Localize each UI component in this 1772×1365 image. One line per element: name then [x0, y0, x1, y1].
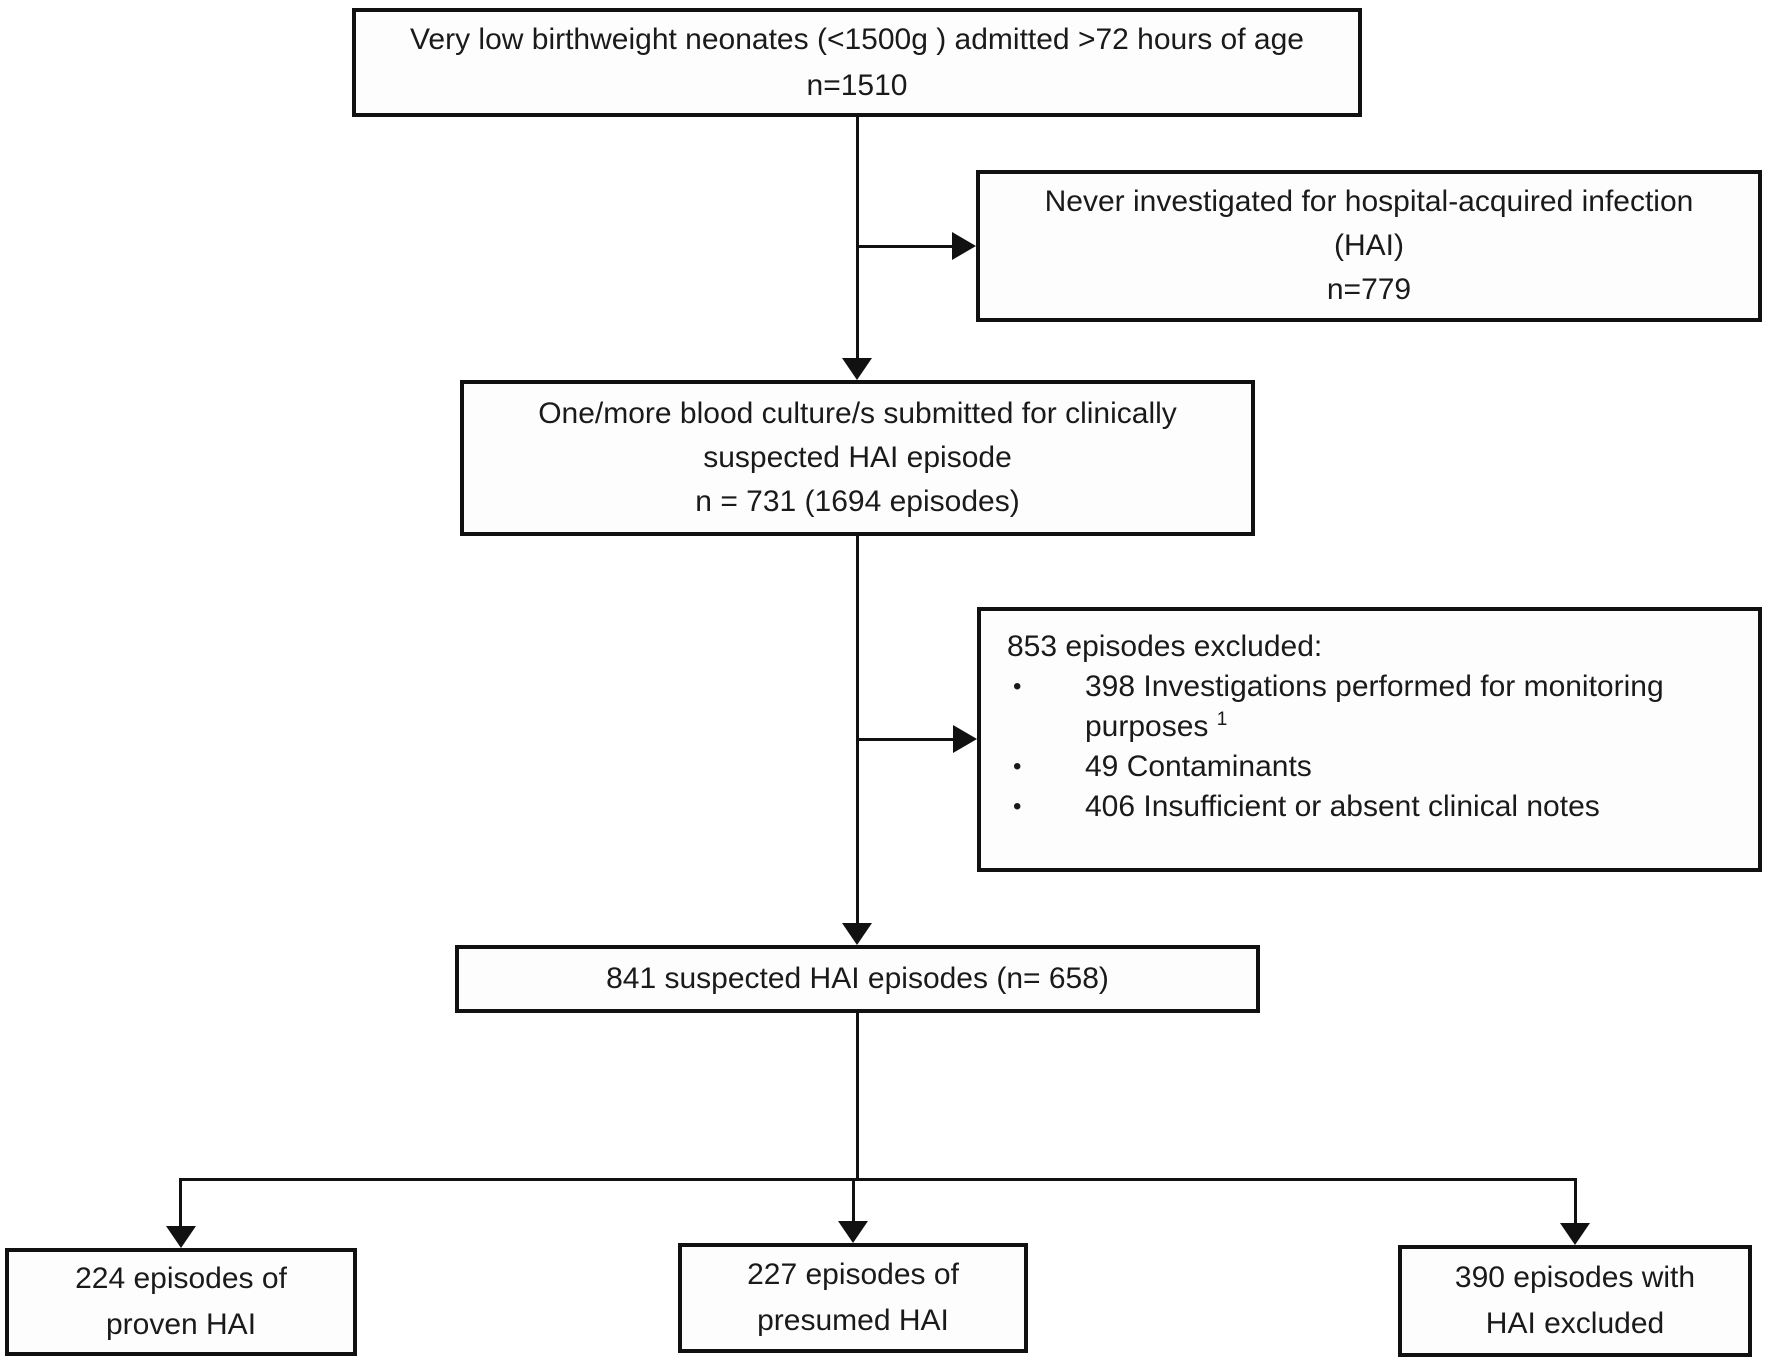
- box-proven-hai: 224 episodes of proven HAI: [5, 1248, 357, 1356]
- excluded-bullet-1-text: 398 Investigations performed for monitor…: [1085, 667, 1725, 747]
- excluded-bullet-1: • 398 Investigations performed for monit…: [1007, 667, 1725, 747]
- box-culture-count: n = 731 (1694 episodes): [695, 485, 1020, 518]
- box-vlbw-line1: Very low birthweight neonates (<1500g ) …: [410, 22, 1304, 56]
- box-proven-line2: proven HAI: [105, 1308, 257, 1341]
- arrowhead-into-excluded-box: [953, 725, 977, 753]
- box-culture-line1: One/more blood culture/s submitted for c…: [538, 397, 1177, 430]
- box-blood-culture: One/more blood culture/s submitted for c…: [460, 380, 1255, 536]
- arrowhead-into-proven-box: [166, 1226, 196, 1248]
- box-presumed-line2: presumed HAI: [757, 1304, 949, 1337]
- arrowhead-into-never-investigated-box: [952, 232, 976, 260]
- bullet-icon: •: [1013, 753, 1022, 780]
- box-suspected-line1: 841 suspected HAI episodes (n= 658): [606, 962, 1109, 995]
- connector-drop-presumed: [852, 1178, 855, 1223]
- bullet-icon: •: [1013, 673, 1022, 700]
- excluded-bullet-2: • 49 Contaminants: [1007, 747, 1312, 787]
- box-never-line1: Never investigated for hospital-acquired…: [1044, 185, 1694, 218]
- box-culture-line2: suspected HAI episode: [703, 441, 1012, 474]
- arrowhead-into-hai-excluded-box: [1560, 1223, 1590, 1245]
- box-vlbw-neonates: Very low birthweight neonates (<1500g ) …: [352, 8, 1362, 117]
- arrowhead-into-presumed-box: [838, 1221, 868, 1243]
- arrowhead-into-culture-box: [842, 358, 872, 380]
- box-never-line2: (HAI): [1334, 229, 1404, 262]
- excluded-bullet-3-text: 406 Insufficient or absent clinical note…: [1085, 790, 1600, 823]
- connector-branch-excluded: [856, 738, 956, 741]
- box-vlbw-count: n=1510: [806, 68, 908, 102]
- box-episodes-excluded: 853 episodes excluded: • 398 Investigati…: [977, 607, 1762, 872]
- excluded-bullet-2-text: 49 Contaminants: [1085, 750, 1312, 783]
- box-proven-line1: 224 episodes of: [75, 1262, 287, 1295]
- box-presumed-line1: 227 episodes of: [747, 1258, 959, 1291]
- box-hai-excluded: 390 episodes with HAI excluded: [1398, 1245, 1752, 1357]
- connector-branch-never-investigated: [856, 245, 956, 248]
- box-hai-excluded-line1: 390 episodes with: [1454, 1261, 1696, 1294]
- box-never-count: n=779: [1326, 273, 1412, 306]
- excluded-bullet-3: • 406 Insufficient or absent clinical no…: [1007, 787, 1600, 827]
- connector-suspected-to-split: [856, 1011, 859, 1181]
- bullet-icon: •: [1013, 793, 1022, 820]
- connector-culture-to-suspected: [856, 534, 859, 929]
- footnote-marker: 1: [1216, 709, 1228, 730]
- connector-drop-proven: [179, 1178, 182, 1228]
- excluded-header: 853 episodes excluded:: [1007, 630, 1323, 663]
- connector-drop-hai-excluded: [1574, 1178, 1577, 1225]
- box-suspected-episodes: 841 suspected HAI episodes (n= 658): [455, 945, 1260, 1013]
- excluded-bullet-1-body: 398 Investigations performed for monitor…: [1085, 670, 1664, 743]
- arrowhead-into-suspected-box: [842, 923, 872, 945]
- connector-split-horizontal: [179, 1178, 1577, 1181]
- box-hai-excluded-line2: HAI excluded: [1485, 1307, 1665, 1340]
- box-never-investigated: Never investigated for hospital-acquired…: [976, 170, 1762, 322]
- box-presumed-hai: 227 episodes of presumed HAI: [678, 1243, 1028, 1353]
- connector-top-to-culture: [856, 115, 859, 365]
